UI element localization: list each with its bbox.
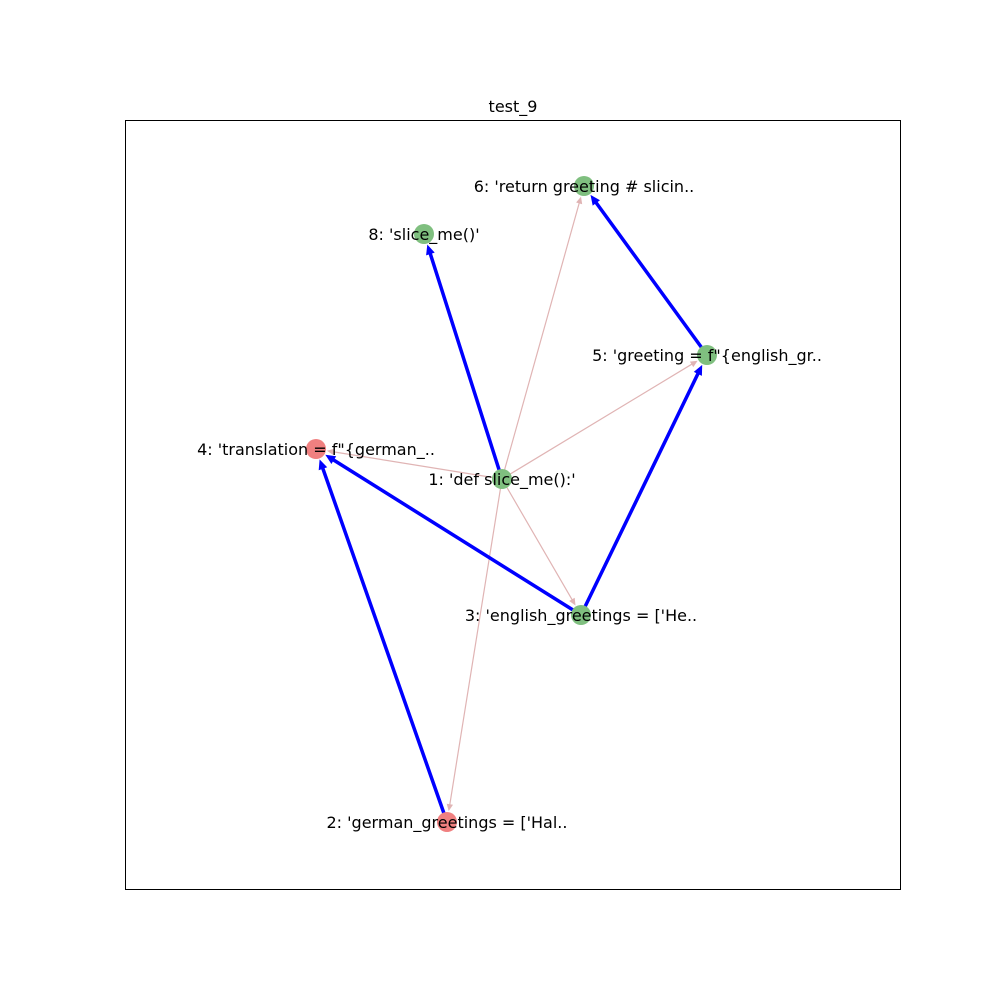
node-3 [571, 605, 591, 625]
edge-line [332, 458, 583, 617]
node-label-8: 8: 'slice_me()' [368, 225, 479, 245]
node-8 [414, 224, 434, 244]
edge-arrowhead [693, 364, 703, 376]
edge-line [501, 363, 693, 480]
node-label-5: 5: 'greeting = f"{english_gr.. [592, 346, 822, 366]
edge-1-3 [501, 478, 576, 606]
edge-line [594, 201, 709, 357]
edge-1-2 [446, 478, 503, 812]
edge-2-4 [318, 459, 449, 824]
nodes-layer [306, 176, 717, 832]
edge-line [579, 372, 700, 617]
edge-arrowhead [689, 360, 698, 368]
plot-frame [125, 120, 901, 890]
edge-1-6 [501, 196, 583, 480]
edge-arrowhead [325, 454, 337, 464]
node-1 [492, 469, 512, 489]
node-label-4: 4: 'translation = f"{german_.. [197, 440, 435, 460]
edge-1-8 [426, 244, 504, 481]
edge-5-6 [590, 194, 709, 357]
edge-arrowhead [446, 803, 453, 812]
edge-line [333, 451, 503, 480]
node-label-1: 1: 'def slice_me():' [428, 470, 575, 490]
edge-line [501, 202, 580, 480]
edges-layer [318, 194, 709, 824]
node-6 [574, 176, 594, 196]
edge-arrowhead [326, 448, 335, 455]
edge-3-5 [579, 364, 703, 617]
node-2 [437, 812, 457, 832]
edge-arrowhead [426, 244, 435, 256]
node-5 [697, 345, 717, 365]
edge-line [428, 252, 504, 481]
edge-3-4 [325, 454, 583, 617]
figure-title: test_9 [489, 97, 538, 117]
labels-layer: 1: 'def slice_me():' 2: 'german_greetings… [197, 177, 822, 833]
edge-line [321, 467, 449, 824]
edge-1-5 [501, 360, 698, 480]
edge-arrowhead [590, 194, 600, 206]
node-label-3: 3: 'english_greetings = ['He.. [465, 606, 697, 626]
edge-1-4 [326, 448, 503, 480]
edge-line [449, 478, 503, 805]
edge-arrowhead [569, 597, 576, 606]
edge-arrowhead [576, 196, 583, 205]
edge-arrowhead [318, 459, 328, 471]
node-label-6: 6: 'return greeting # slicin.. [474, 177, 695, 196]
node-label-2: 2: 'german_greetings = ['Hal.. [327, 813, 568, 833]
edge-line [501, 478, 573, 601]
node-4 [306, 439, 326, 459]
